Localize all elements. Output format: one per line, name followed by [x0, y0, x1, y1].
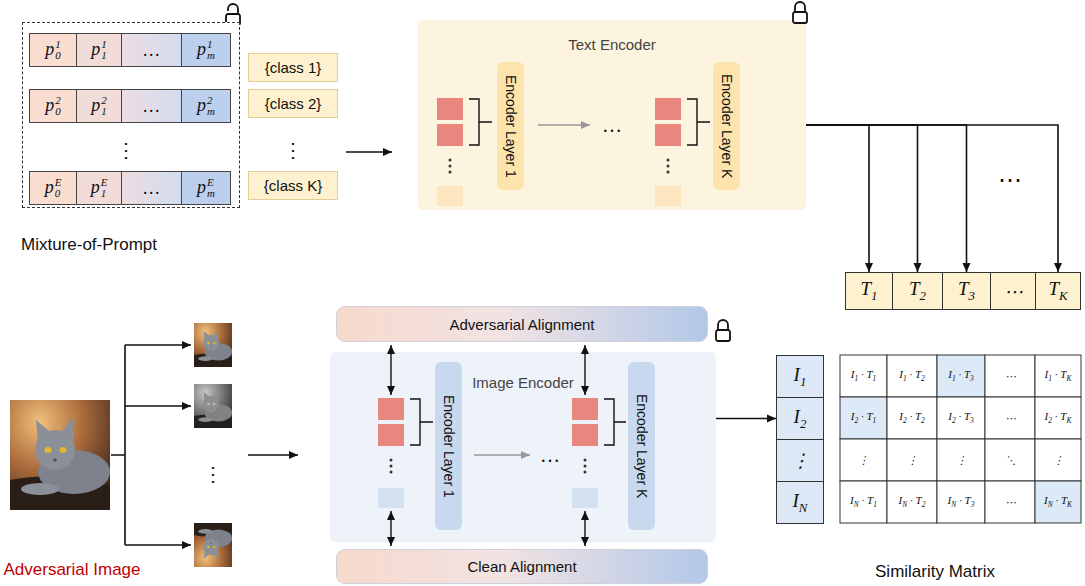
text-feature: TK — [1035, 272, 1081, 310]
node-text: p02 — [45, 95, 61, 118]
matrix-cell: ⋯ — [1005, 496, 1016, 509]
node-text: … — [143, 178, 159, 199]
encoder-panel: Image EncoderEncoder Layer 1 Encoder Laye… — [330, 352, 716, 542]
figure-caption: Similarity Matrix — [875, 562, 995, 582]
connector-arrow — [806, 125, 918, 272]
prompt-token: … — [121, 33, 182, 67]
node-text: pm1 — [197, 39, 215, 62]
node-text: TK — [1048, 278, 1067, 304]
node-text: Clean Alignment — [467, 558, 576, 575]
prompt-group: Mixture-of-Promptp01p11…pm1p02p12…pm2p0E… — [22, 22, 240, 208]
matrix-cell: I2 · T3 — [948, 410, 974, 425]
node-text: T1 — [860, 278, 877, 304]
encoder-layer: Encoder Layer K — [713, 62, 740, 190]
image-feature: I2 — [776, 397, 824, 440]
image-feature: IN — [776, 481, 824, 524]
prompt-token: pm1 — [181, 33, 231, 67]
matrix-cell: I1 · T1 — [851, 368, 877, 383]
panel-title: Image Encoder — [472, 374, 574, 391]
matrix-cell: ⋮ — [907, 454, 918, 467]
node-text: Encoder Layer K — [634, 394, 650, 498]
node-text: ⋯ — [1004, 280, 1023, 303]
group-heading: Mixture-of-Prompt — [21, 235, 157, 255]
connector-arrow — [806, 125, 869, 272]
node-text: {class K} — [264, 177, 322, 194]
node-text: p01 — [45, 39, 61, 62]
prompt-token: p11 — [76, 33, 122, 67]
matrix-cell: IN · T3 — [948, 494, 975, 509]
alignment-bar: Adversarial Alignment — [336, 306, 708, 342]
panel-title: Text Encoder — [568, 36, 656, 53]
text-feature: ⋯ — [990, 272, 1036, 310]
ellipsis: ⋮ — [283, 138, 303, 162]
node-text: {class 2} — [265, 95, 322, 112]
text-feature: T2 — [892, 272, 943, 310]
encoder-layer: Encoder Layer 1 — [435, 362, 462, 530]
node-text: p12 — [91, 95, 107, 118]
connector-arrow — [716, 418, 776, 420]
encoder-layer: Encoder Layer K — [628, 362, 655, 530]
node-text: pmE — [197, 177, 215, 200]
node-text: Encoder Layer K — [719, 74, 735, 178]
matrix-cell: ⋯ — [1005, 412, 1016, 425]
ellipsis: … — [602, 114, 622, 137]
matrix-cell: ⋱ — [1005, 454, 1016, 467]
prompt-token: pm2 — [181, 89, 231, 123]
prompt-token: p02 — [29, 89, 77, 123]
node-text: I2 — [794, 406, 807, 432]
node-text: p11 — [91, 39, 107, 62]
matrix-cell: IN · TK — [1044, 494, 1072, 509]
node-text: {class 1} — [265, 59, 322, 76]
matrix-cell: ⋮ — [858, 454, 869, 467]
text-feature: T1 — [845, 272, 893, 310]
matrix-cell: I2 · T2 — [899, 410, 925, 425]
node-text: Encoder Layer 1 — [503, 75, 519, 178]
node-text: T3 — [958, 278, 975, 304]
prompt-token: … — [121, 171, 182, 205]
prompt-token: p01 — [29, 33, 77, 67]
node-text: p0E — [45, 177, 62, 200]
node-text: pm2 — [197, 95, 215, 118]
class-token: {class K} — [248, 171, 338, 200]
matrix-cell: IN · T2 — [899, 494, 926, 509]
matrix-cell: I1 · T3 — [948, 368, 974, 383]
node-text: Encoder Layer 1 — [441, 395, 457, 498]
ellipsis: ⋮ — [116, 138, 136, 162]
node-text: Adversarial Alignment — [449, 316, 594, 333]
prompt-token: pmE — [181, 171, 231, 205]
matrix-cell: ⋯ — [1005, 370, 1016, 383]
matrix-cell: ⋮ — [1053, 454, 1064, 467]
encoder-layer: Encoder Layer 1 — [497, 62, 524, 190]
image-feature: I1 — [776, 355, 824, 398]
class-token: {class 2} — [248, 89, 338, 118]
matrix-cell: I2 · T1 — [851, 410, 877, 425]
ellipsis: ⋯ — [998, 166, 1022, 194]
node-text: T2 — [909, 278, 926, 304]
matrix-cell: IN · T1 — [850, 494, 877, 509]
figure-caption: Adversarial Image — [3, 560, 140, 580]
class-token: {class 1} — [248, 53, 338, 82]
prompt-token: p1E — [76, 171, 122, 205]
ellipsis: ⋮ — [203, 462, 223, 486]
node-text: … — [143, 40, 159, 61]
prompt-token: … — [121, 89, 182, 123]
prompt-token: p12 — [76, 89, 122, 123]
text-feature: T3 — [942, 272, 991, 310]
matrix-cell: I1 · T2 — [899, 368, 925, 383]
connector-arrow — [806, 125, 967, 272]
node-text: I1 — [794, 364, 807, 390]
connector-arrow — [806, 125, 1058, 272]
image-feature: ⋮ — [776, 439, 824, 482]
alignment-bar: Clean Alignment — [336, 549, 708, 584]
node-text: ⋮ — [791, 449, 810, 472]
prompt-token: p0E — [29, 171, 77, 205]
node-text: … — [143, 96, 159, 117]
matrix-cell: I1 · TK — [1045, 368, 1072, 383]
matrix-cell: I2 · TK — [1045, 410, 1072, 425]
node-text: IN — [793, 490, 808, 516]
ellipsis: … — [540, 444, 560, 467]
node-text: p1E — [91, 177, 108, 200]
matrix-cell: ⋮ — [956, 454, 967, 467]
